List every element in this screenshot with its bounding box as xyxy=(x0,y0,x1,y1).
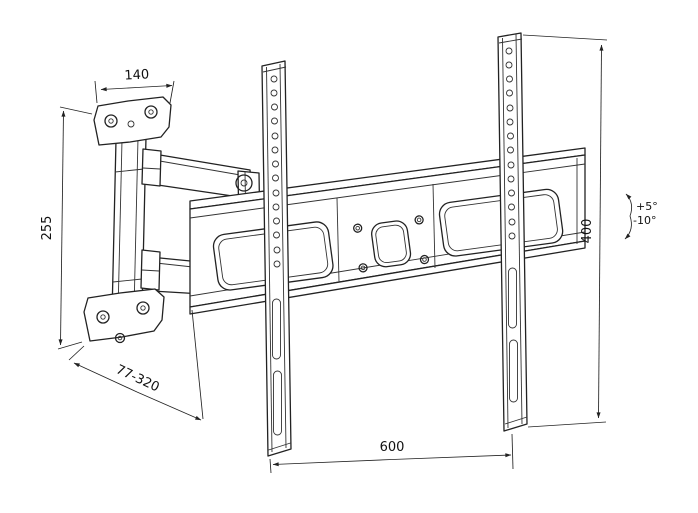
dim-label-600: 600 xyxy=(380,440,405,455)
dim-label-77-320: 77-320 xyxy=(113,362,161,395)
dim-label-140: 140 xyxy=(124,67,150,83)
tilt-arrow-up xyxy=(625,193,633,217)
dim-label-400: 400 xyxy=(580,219,595,244)
dimension-wall-plate-width: 140 xyxy=(94,67,175,104)
wall-plate xyxy=(83,96,172,344)
dimension-rail-span: 600 xyxy=(269,433,514,474)
tilt-arrow-down xyxy=(624,215,632,240)
left-vesa-rail xyxy=(261,60,292,457)
dimension-rail-height: 400 xyxy=(522,34,608,428)
dim-label-255: 255 xyxy=(40,216,55,241)
tilt-label-down: -10° xyxy=(633,214,656,227)
dimension-wall-plate-height: 255 xyxy=(40,106,93,350)
right-vesa-rail xyxy=(497,32,528,432)
tilt-label-up: +5° xyxy=(636,200,658,213)
center-plate xyxy=(353,215,430,273)
tilt-annotation: +5° -10° xyxy=(624,193,658,240)
